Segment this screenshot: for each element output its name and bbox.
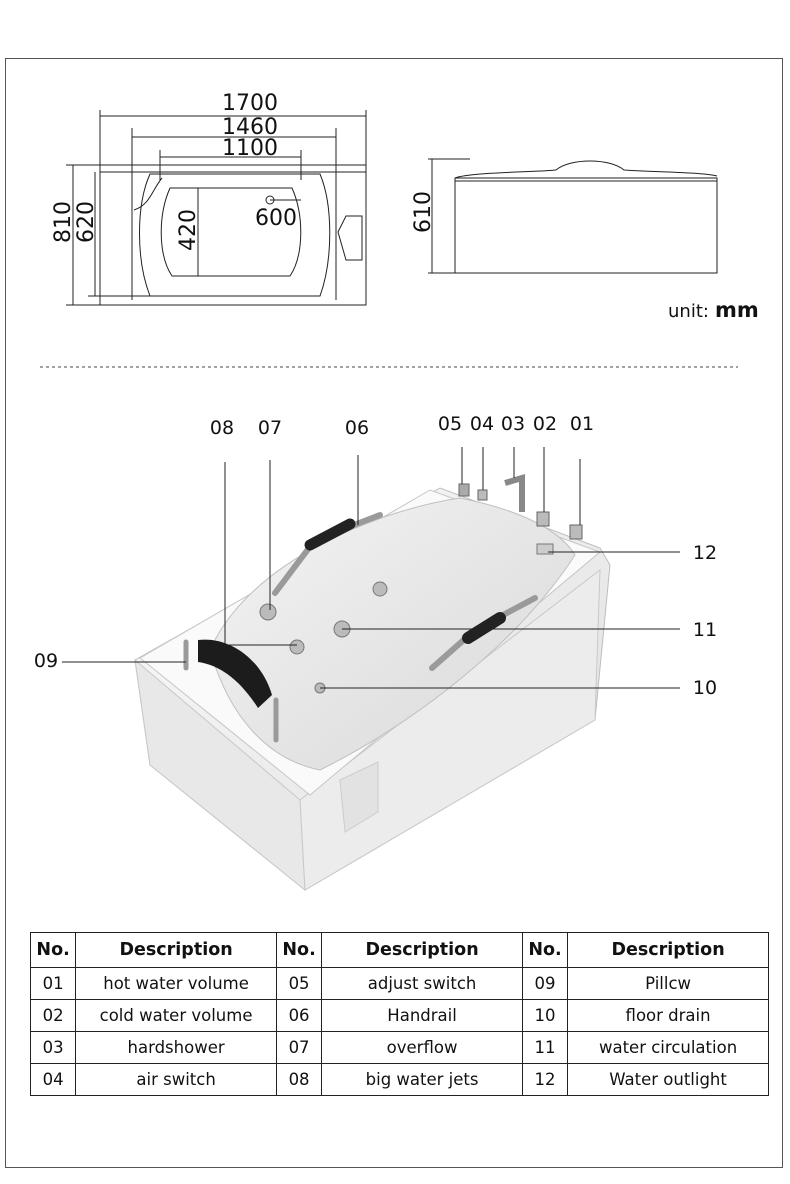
cell-description: Pillcw (567, 967, 769, 1000)
callout-11: 11 (693, 619, 717, 641)
callout-10: 10 (693, 677, 717, 699)
dim-length-mid: 1460 (222, 115, 278, 140)
cell-description: Handrail (321, 999, 523, 1032)
page-frame (5, 58, 783, 1168)
header-description: Description (321, 932, 523, 968)
unit-prefix: unit: (668, 301, 709, 322)
cell-no: 11 (521, 1031, 569, 1064)
cell-no: 01 (29, 967, 77, 1000)
side-outline (454, 177, 718, 274)
table-row: 03 hardshower 07 overflow 11 water circu… (29, 1031, 769, 1064)
header-no: No. (29, 932, 77, 968)
unit-label: unit:mm (668, 298, 759, 322)
dim-width-mid: 620 (74, 201, 99, 243)
cell-no: 12 (521, 1063, 569, 1096)
cell-no: 09 (521, 967, 569, 1000)
cell-no: 03 (29, 1031, 77, 1064)
header-no: No. (521, 932, 569, 968)
cell-no: 08 (275, 1063, 323, 1096)
callout-lines (62, 447, 680, 689)
headrest-curve (133, 177, 163, 211)
dim-drain-offset: 600 (255, 206, 297, 231)
cell-description: cold water volume (75, 999, 277, 1032)
cell-description: water circulation (567, 1031, 769, 1064)
cell-no: 10 (521, 999, 569, 1032)
dim-width-outer: 810 (51, 201, 76, 243)
top-view (66, 110, 367, 306)
cell-description: big water jets (321, 1063, 523, 1096)
dim-length-inner: 1100 (222, 136, 278, 161)
bathtub-illustration (134, 473, 611, 892)
callout-05: 05 (438, 413, 462, 435)
callout-06: 06 (345, 417, 369, 439)
unit-value: mm (714, 298, 759, 322)
callout-03: 03 (501, 413, 525, 435)
callout-07: 07 (258, 417, 282, 439)
cell-no: 05 (275, 967, 323, 1000)
cell-description: adjust switch (321, 967, 523, 1000)
header-no: No. (275, 932, 323, 968)
cell-description: hardshower (75, 1031, 277, 1064)
outer-outline (99, 171, 367, 306)
cell-no: 07 (275, 1031, 323, 1064)
callout-04: 04 (470, 413, 494, 435)
callout-09: 09 (34, 650, 58, 672)
cell-description: Water outlight (567, 1063, 769, 1096)
header-description: Description (75, 932, 277, 968)
table-row: 01 hot water volume 05 adjust switch 09 … (29, 967, 769, 1000)
parts-table: No. Description No. Description No. Desc… (29, 932, 769, 1096)
dim-height: 610 (411, 191, 436, 233)
side-top-profile (454, 160, 718, 179)
callout-02: 02 (533, 413, 557, 435)
cell-no: 02 (29, 999, 77, 1032)
cell-no: 06 (275, 999, 323, 1032)
table-row: 04 air switch 08 big water jets 12 Water… (29, 1063, 769, 1096)
header-description: Description (567, 932, 769, 968)
cell-no: 04 (29, 1063, 77, 1096)
cell-description: floor drain (567, 999, 769, 1032)
table-row: 02 cold water volume 06 Handrail 10 floo… (29, 999, 769, 1032)
basin-outline (139, 173, 331, 297)
callout-12: 12 (693, 542, 717, 564)
cell-description: air switch (75, 1063, 277, 1096)
cell-description: hot water volume (75, 967, 277, 1000)
faucet-outline (337, 215, 363, 261)
dim-width-inner: 420 (176, 209, 201, 251)
callout-01: 01 (570, 413, 594, 435)
cell-description: overflow (321, 1031, 523, 1064)
table-header-row: No. Description No. Description No. Desc… (29, 932, 769, 968)
side-view (428, 158, 718, 274)
inner-basin-outline (160, 187, 302, 277)
dim-length-outer: 1700 (222, 91, 278, 116)
callout-08: 08 (210, 417, 234, 439)
